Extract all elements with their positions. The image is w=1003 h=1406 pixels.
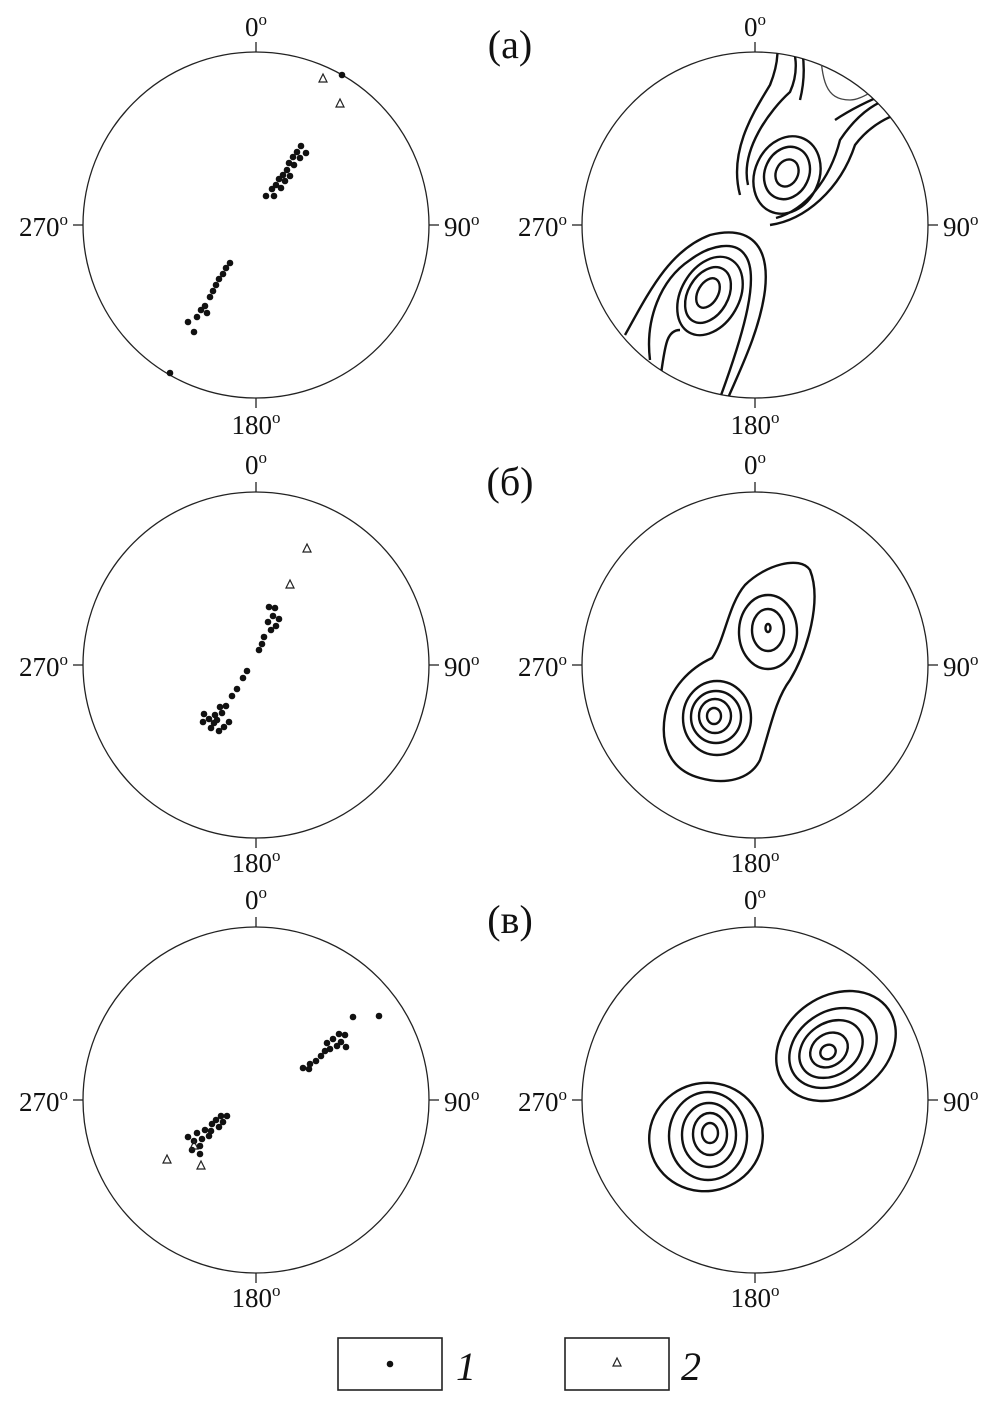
legend-item-dots: 1 bbox=[337, 1337, 476, 1391]
stereonet-b-contours: 0o 180o 270o 90o bbox=[518, 448, 979, 878]
label-south: 180o bbox=[731, 1281, 780, 1313]
stereonet-b-points: 0o 180o 270o 90o bbox=[19, 448, 480, 878]
label-south: 180o bbox=[731, 846, 780, 878]
label-north: 0o bbox=[245, 883, 267, 915]
label-east: 90o bbox=[943, 210, 979, 242]
panel-label-a: (а) bbox=[488, 22, 532, 67]
legend-box bbox=[337, 1337, 443, 1391]
dots bbox=[199, 603, 283, 735]
label-north: 0o bbox=[744, 448, 766, 480]
dot-symbol-icon bbox=[386, 1360, 394, 1368]
label-west: 270o bbox=[19, 1085, 68, 1117]
triangles bbox=[318, 72, 345, 108]
net-circle bbox=[82, 51, 430, 399]
label-north: 0o bbox=[245, 448, 267, 480]
stereonet-v-contours: 0o 180o 270o 90o bbox=[518, 883, 979, 1313]
net-circle bbox=[581, 926, 929, 1274]
label-west: 270o bbox=[19, 650, 68, 682]
stereonet-a-contours: 0o 180o 270o 90o bbox=[518, 10, 979, 440]
label-west: 270o bbox=[19, 210, 68, 242]
triangles bbox=[285, 542, 312, 589]
label-west: 270o bbox=[518, 650, 567, 682]
label-south: 180o bbox=[731, 408, 780, 440]
label-south: 180o bbox=[232, 1281, 281, 1313]
label-east: 90o bbox=[943, 650, 979, 682]
label-west: 270o bbox=[518, 1085, 567, 1117]
label-north: 0o bbox=[245, 10, 267, 42]
label-east: 90o bbox=[943, 1085, 979, 1117]
legend-item-triangles: 2 bbox=[564, 1337, 701, 1391]
triangles bbox=[162, 1139, 206, 1170]
dots bbox=[184, 1012, 383, 1158]
legend-label: 1 bbox=[456, 1344, 476, 1389]
stereonet-v-points: 0o 180o 270o 90o bbox=[19, 883, 480, 1313]
net-circle bbox=[82, 926, 430, 1274]
label-east: 90o bbox=[444, 1085, 480, 1117]
panel-label-b: (б) bbox=[487, 459, 534, 504]
label-north: 0o bbox=[744, 10, 766, 42]
label-west: 270o bbox=[518, 210, 567, 242]
label-south: 180o bbox=[232, 846, 281, 878]
net-circle bbox=[82, 491, 430, 839]
label-east: 90o bbox=[444, 650, 480, 682]
legend: 1 2 bbox=[337, 1337, 701, 1391]
label-south: 180o bbox=[232, 408, 281, 440]
label-east: 90o bbox=[444, 210, 480, 242]
dots bbox=[166, 71, 346, 377]
legend-label: 2 bbox=[681, 1344, 701, 1389]
triangle-symbol-icon bbox=[612, 1356, 622, 1367]
stereonet-a-points: 0o 180o 270o 90o bbox=[19, 10, 480, 440]
legend-box bbox=[564, 1337, 670, 1391]
panel-label-v: (в) bbox=[487, 897, 533, 942]
label-north: 0o bbox=[744, 883, 766, 915]
